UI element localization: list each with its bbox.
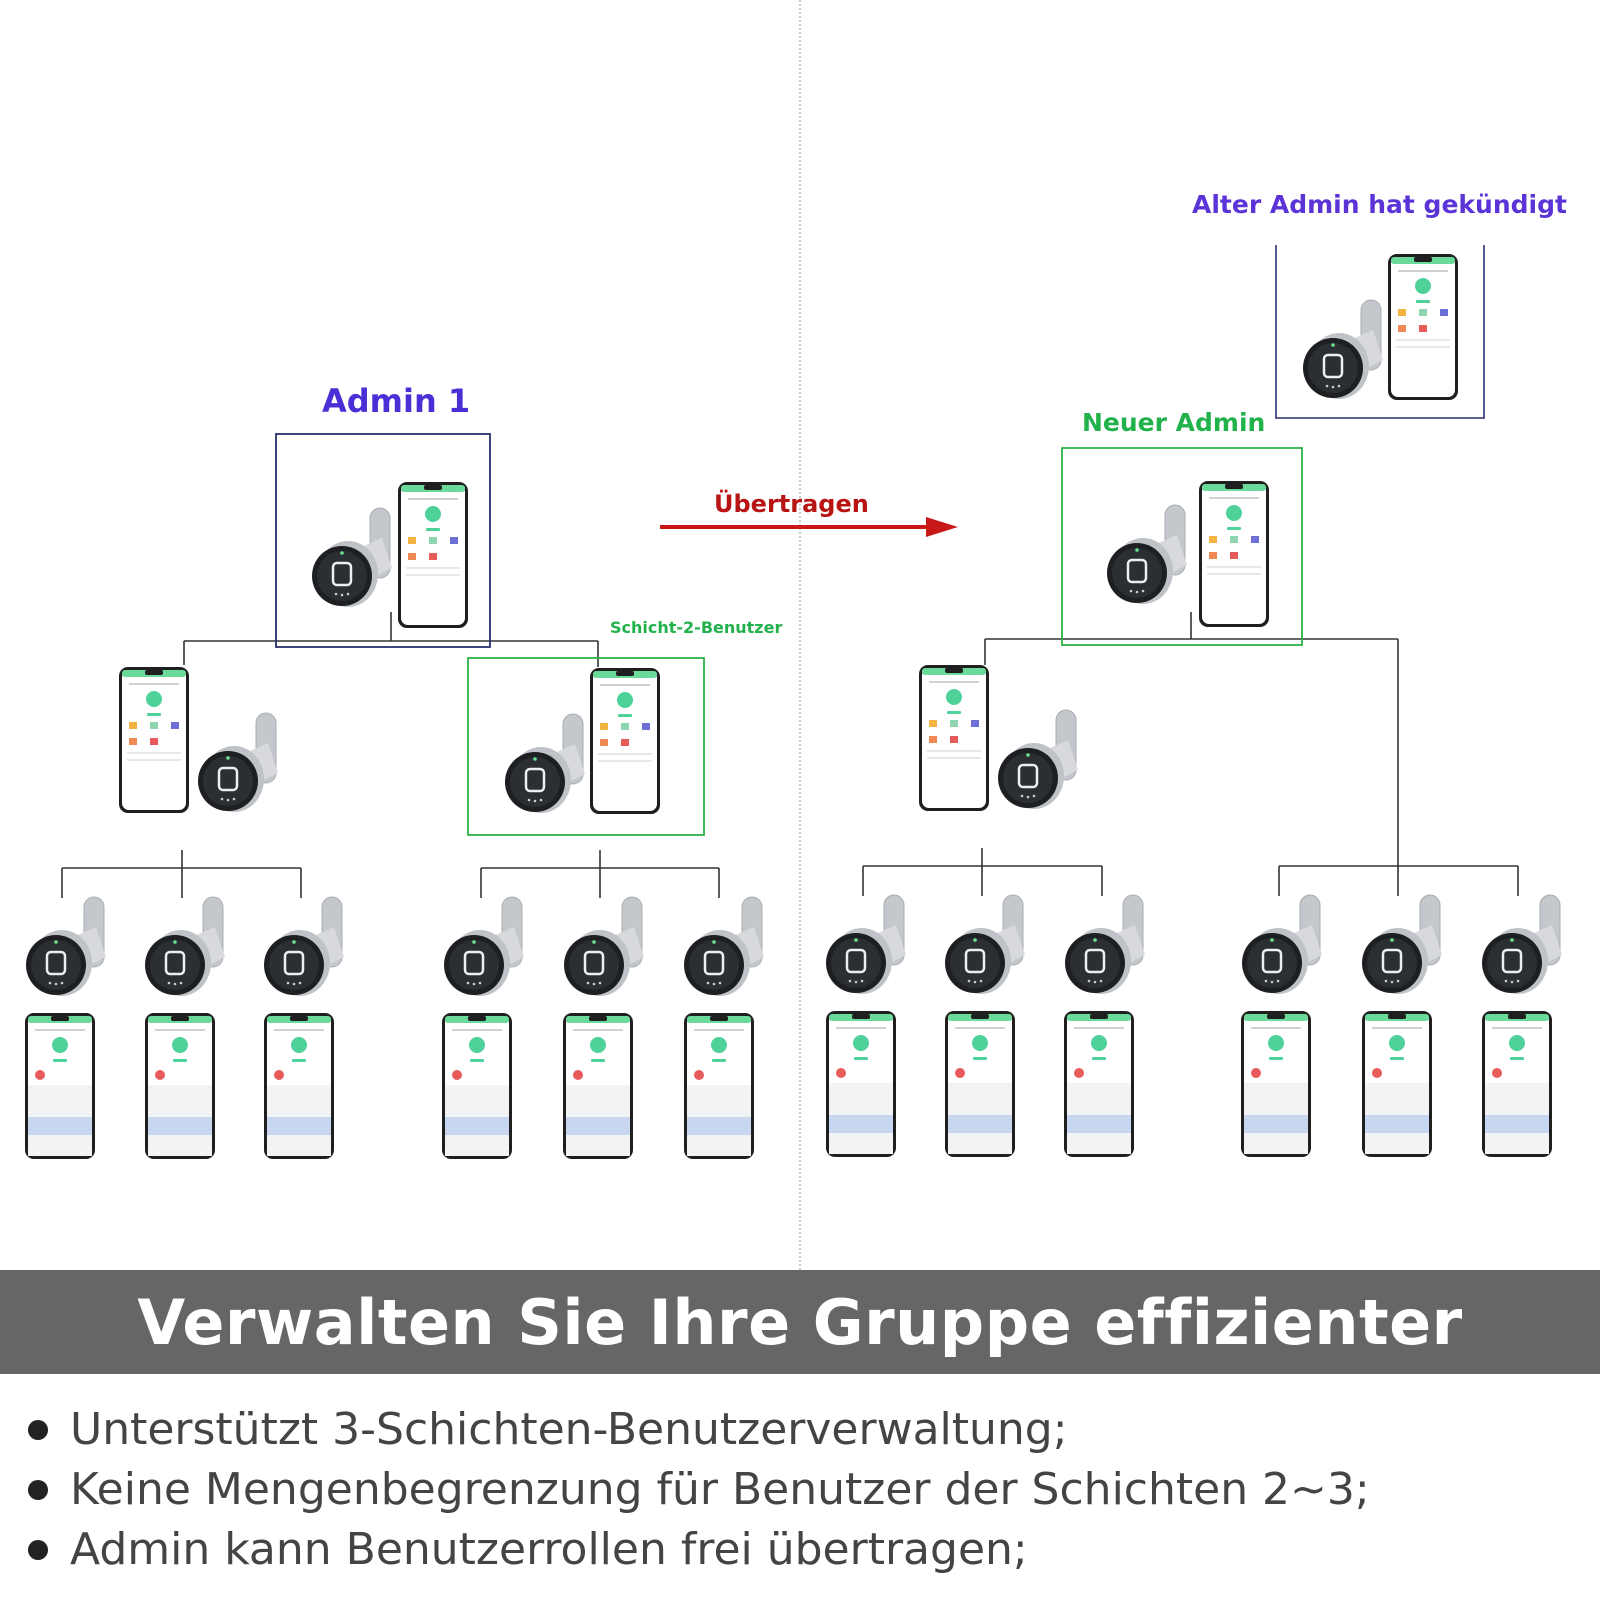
layer3-users-right-b	[1240, 893, 1564, 1157]
layer2-user-label: Schicht-2-Benutzer	[610, 618, 783, 637]
feature-item: Keine Mengenbegrenzung für Benutzer der …	[28, 1460, 1588, 1520]
feature-text: Admin kann Benutzerrollen frei übertrage…	[70, 1524, 1028, 1575]
old-admin-box	[1275, 245, 1485, 419]
feature-item: Admin kann Benutzerrollen frei übertrage…	[28, 1520, 1588, 1580]
layer2-user-left	[119, 667, 280, 814]
transfer-label: Übertragen	[714, 490, 869, 518]
new-admin-node	[1061, 447, 1303, 646]
feature-text: Unterstützt 3-Schichten-Benutzerverwaltu…	[70, 1404, 1068, 1455]
layer3-users-left-b	[442, 895, 766, 1159]
bullet-icon	[28, 1480, 48, 1500]
admin1-box	[275, 433, 491, 648]
feature-list: Unterstützt 3-Schichten-Benutzerverwaltu…	[28, 1400, 1588, 1580]
connectors-left	[61, 612, 720, 898]
admin1-node	[275, 433, 491, 648]
feature-text: Keine Mengenbegrenzung für Benutzer der …	[70, 1464, 1370, 1515]
layer3-users-right-a	[824, 893, 1147, 1157]
layer2-user-box	[467, 657, 705, 836]
old-admin-node	[1275, 245, 1485, 419]
feature-item: Unterstützt 3-Schichten-Benutzerverwaltu…	[28, 1400, 1588, 1460]
layer2-user-right	[919, 665, 1080, 811]
bullet-icon	[28, 1420, 48, 1440]
new-admin-box	[1061, 447, 1303, 646]
old-admin-label: Alter Admin hat gekündigt	[1192, 190, 1567, 219]
layer3-users-left-a	[24, 895, 346, 1159]
arrow-transfer	[660, 517, 958, 537]
headline-banner: Verwalten Sie Ihre Gruppe effizienter	[0, 1270, 1600, 1374]
layer2-user-highlighted	[467, 657, 705, 836]
new-admin-label: Neuer Admin	[1082, 408, 1266, 437]
bullet-icon	[28, 1540, 48, 1560]
connectors-right	[862, 612, 1519, 896]
admin1-label: Admin 1	[322, 382, 471, 420]
diagram-canvas	[24, 0, 1564, 1270]
headline-title: Verwalten Sie Ihre Gruppe effizienter	[137, 1285, 1463, 1359]
